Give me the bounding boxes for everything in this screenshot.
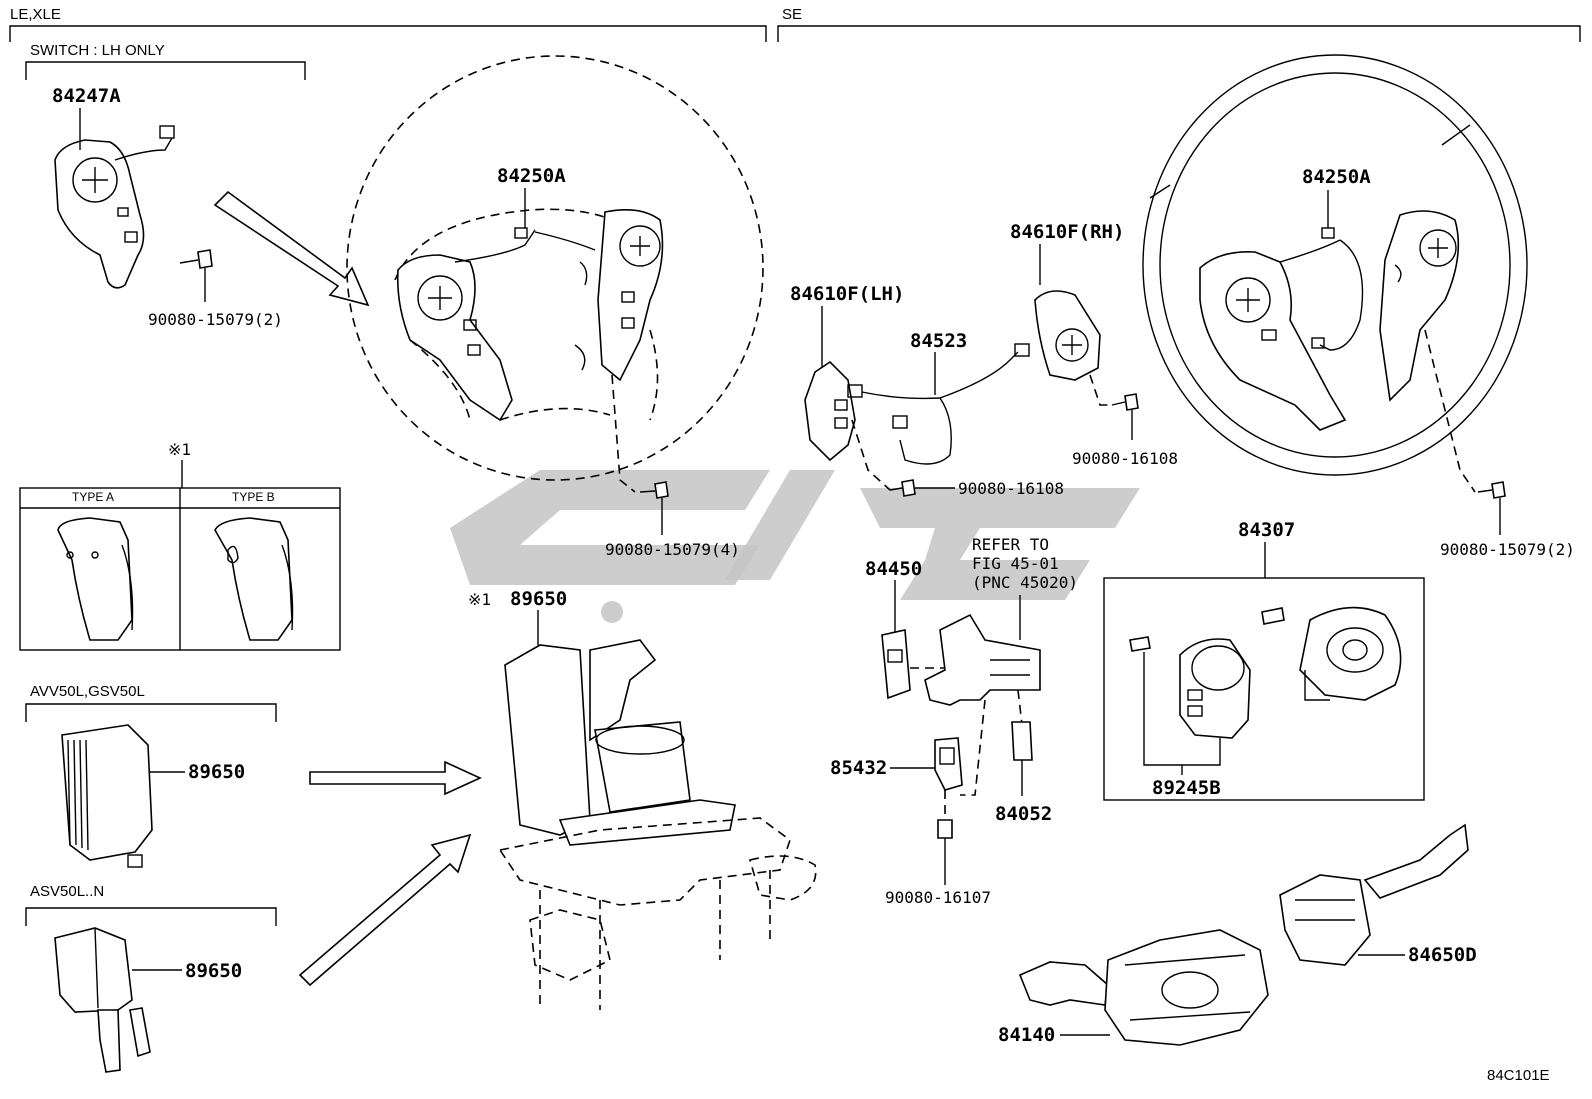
label-84052: 84052 bbox=[995, 803, 1052, 825]
refer-line-3: (PNC 45020) bbox=[972, 573, 1078, 592]
label-84610f-rh: 84610F(RH) bbox=[1010, 221, 1124, 243]
label-84307: 84307 bbox=[1238, 519, 1295, 541]
bolt-icon bbox=[1111, 393, 1139, 411]
wire-harness-84523-drawing bbox=[847, 343, 1030, 465]
combination-switch-84650d-drawing bbox=[1279, 823, 1469, 966]
refer-line-2: FIG 45-01 bbox=[972, 554, 1059, 573]
left-section-header: LE,XLE bbox=[10, 6, 61, 23]
label-90080-16107: 90080-16107 bbox=[885, 888, 991, 907]
arrow-icon bbox=[213, 190, 370, 307]
switch-note-bracket bbox=[25, 61, 306, 80]
variant-asv50l-header: ASV50L..N bbox=[30, 883, 104, 900]
label-89245b: 89245B bbox=[1152, 777, 1221, 799]
label-84523: 84523 bbox=[910, 330, 967, 352]
label-89650-avv: 89650 bbox=[188, 761, 245, 783]
label-84450: 84450 bbox=[865, 558, 922, 580]
sensor-85432-drawing bbox=[934, 737, 963, 791]
note-mark-type-box: ※1 bbox=[168, 440, 191, 459]
dashed-leader-left-wheel bbox=[611, 374, 636, 493]
bolt-icon bbox=[639, 481, 669, 499]
dashed-leader-lh-bolt bbox=[851, 419, 891, 491]
label-90080-16108-a: 90080-16108 bbox=[958, 479, 1064, 498]
connector-84052-drawing bbox=[1011, 721, 1033, 761]
label-90080-15079-2-left: 90080-15079(2) bbox=[148, 310, 283, 329]
dashed-link-84052 bbox=[1017, 689, 1023, 726]
arrow-icon bbox=[298, 833, 472, 987]
steering-wheel-left-drawing bbox=[346, 55, 764, 481]
column-bracket-drawing bbox=[924, 613, 1041, 706]
label-84140: 84140 bbox=[998, 1024, 1055, 1046]
airbag-computer-column-drawing bbox=[498, 639, 817, 1010]
label-84250a-left: 84250A bbox=[497, 165, 566, 187]
arrow-icon bbox=[309, 760, 482, 796]
paddle-switch-lh-drawing bbox=[804, 360, 856, 462]
watermark-logo bbox=[450, 470, 1140, 623]
bolt-icon bbox=[889, 479, 916, 497]
note-mark-89650: ※1 bbox=[468, 590, 491, 609]
variant-avv50l-bracket bbox=[25, 703, 277, 722]
refer-line-1: REFER TO bbox=[972, 535, 1049, 554]
dashed-leader-right-wheel bbox=[1424, 329, 1476, 493]
dashed-link-85432 bbox=[960, 699, 986, 796]
paddle-switch-rh-drawing bbox=[1034, 290, 1101, 381]
label-84250a-right: 84250A bbox=[1302, 166, 1371, 188]
label-90080-15079-4: 90080-15079(4) bbox=[605, 540, 740, 559]
dashed-leader-rh-bolt bbox=[1089, 374, 1112, 406]
steering-switch-84247a-drawing bbox=[54, 125, 175, 289]
variant-avv50l-header: AVV50L,GSV50L bbox=[30, 683, 145, 700]
sensor-84450-drawing bbox=[881, 629, 911, 700]
label-85432: 85432 bbox=[830, 757, 887, 779]
label-84610f-lh: 84610F(LH) bbox=[790, 283, 904, 305]
airbag-module-asv-drawing bbox=[54, 927, 151, 1073]
variant-asv50l-bracket bbox=[25, 907, 277, 926]
label-84247a: 84247A bbox=[52, 85, 121, 107]
type-comparison-box bbox=[19, 487, 341, 651]
bolt-icon bbox=[1477, 481, 1506, 499]
label-90080-15079-2-right: 90080-15079(2) bbox=[1440, 540, 1575, 559]
left-section-bracket bbox=[9, 25, 767, 42]
type-a-label: TYPE A bbox=[72, 490, 114, 504]
airbag-module-avv-drawing bbox=[61, 724, 153, 868]
steering-wheel-right-drawing bbox=[1142, 54, 1528, 476]
spiral-cable-box bbox=[1103, 577, 1425, 801]
bolt-icon bbox=[937, 819, 953, 839]
label-90080-16108-b: 90080-16108 bbox=[1072, 449, 1178, 468]
figure-code: 84C101E bbox=[1487, 1067, 1550, 1084]
label-89650-asv: 89650 bbox=[185, 960, 242, 982]
type-b-label: TYPE B bbox=[232, 490, 275, 504]
label-84650d: 84650D bbox=[1408, 944, 1477, 966]
combination-switch-84140-drawing bbox=[1018, 929, 1269, 1046]
label-89650-main: 89650 bbox=[510, 588, 567, 610]
right-section-bracket bbox=[777, 25, 1581, 42]
right-section-header: SE bbox=[782, 6, 802, 23]
switch-note: SWITCH : LH ONLY bbox=[30, 42, 165, 59]
bolt-icon bbox=[179, 249, 213, 269]
